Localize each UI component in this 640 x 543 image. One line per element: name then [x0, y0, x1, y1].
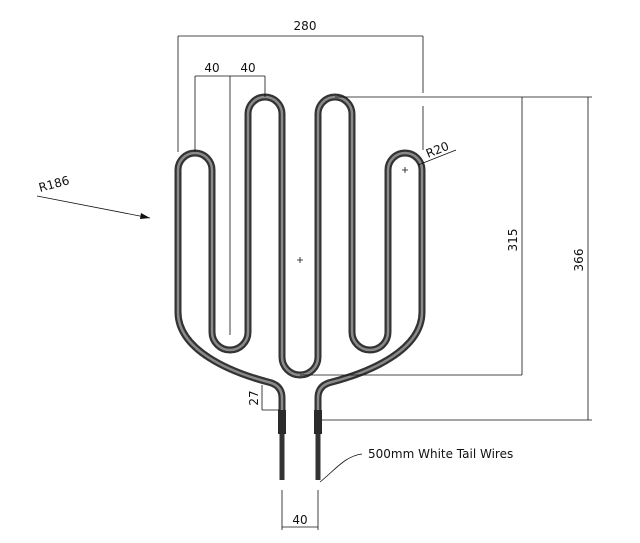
dimension-r186: R186: [36, 173, 151, 219]
dimension-40-terminals: 40: [281, 490, 319, 530]
dim-366-label: 366: [572, 249, 586, 272]
dimension-366: 366: [322, 97, 592, 421]
dim-315-label: 315: [506, 229, 520, 252]
dim-27-label: 27: [247, 390, 261, 405]
dim-280-label: 280: [294, 19, 317, 33]
dim-r186-label: R186: [37, 173, 71, 195]
dim-40-terminal-label: 40: [292, 513, 307, 527]
terminal-left: [278, 410, 286, 480]
tail-wires-callout: 500mm White Tail Wires: [319, 447, 513, 483]
dim-40-label-1: 40: [204, 61, 219, 75]
dim-40-label-2: 40: [240, 61, 255, 75]
tail-wires-label: 500mm White Tail Wires: [368, 447, 513, 461]
dimension-r20: R20: [417, 139, 457, 166]
terminal-right: [314, 410, 322, 480]
dimension-27: 27: [247, 385, 280, 411]
heating-element-tube: [174, 93, 426, 410]
center-marks: [297, 167, 408, 263]
dimension-315: 315: [300, 96, 592, 376]
dimension-280: 280: [177, 19, 424, 152]
dimension-40-pitches: 40 40: [194, 61, 266, 335]
